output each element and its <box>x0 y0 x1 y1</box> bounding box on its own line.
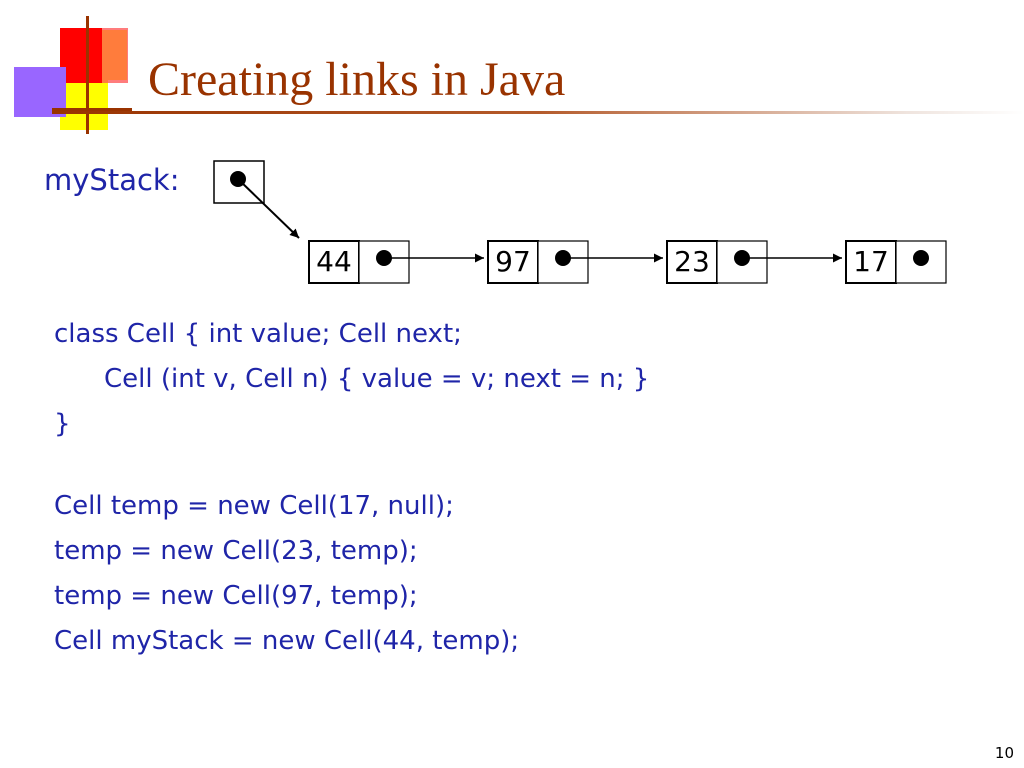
code-line: Cell (int v, Cell n) { value = v; next =… <box>104 364 650 394</box>
title-divider <box>52 111 1024 114</box>
code-line: Cell myStack = new Cell(44, temp); <box>54 626 520 656</box>
code-line: class Cell { int value; Cell next; <box>54 319 462 349</box>
cell-value-box <box>845 240 897 284</box>
code-line: } <box>54 409 71 439</box>
code-line: temp = new Cell(97, temp); <box>54 581 418 611</box>
code-line: temp = new Cell(23, temp); <box>54 536 418 566</box>
cell-value: 44 <box>316 245 352 278</box>
cell-value: 23 <box>674 245 710 278</box>
cell-value-box <box>487 240 539 284</box>
variable-label: myStack: <box>44 163 180 197</box>
cell-value-box <box>666 240 718 284</box>
cell-value: 97 <box>495 245 531 278</box>
slide-title: Creating links in Java <box>148 53 566 106</box>
decorative-logo <box>14 16 132 134</box>
linked-list-diagram <box>213 160 947 284</box>
code-line: Cell temp = new Cell(17, null); <box>54 491 454 521</box>
pointer-dot <box>913 250 929 266</box>
pointer-arrow <box>237 178 300 239</box>
cell-value: 17 <box>853 245 889 278</box>
slide-number: 10 <box>994 744 1014 762</box>
